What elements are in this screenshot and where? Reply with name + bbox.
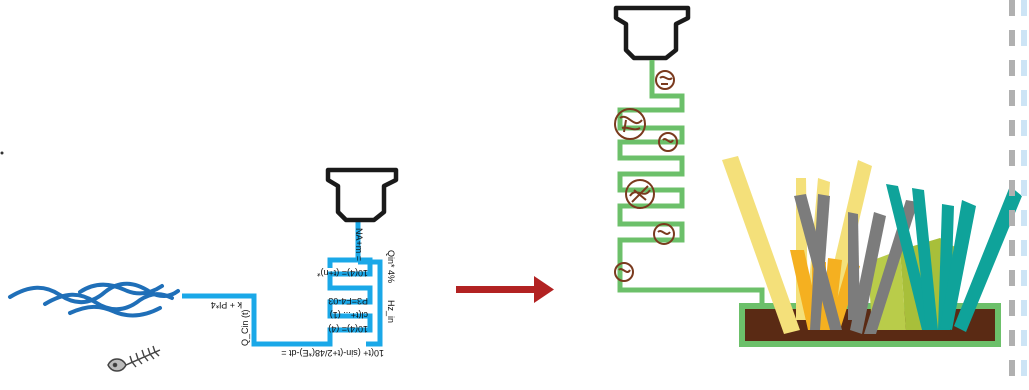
inlet-formula: k + Pl*4 [211,300,242,310]
row3-formula: cl(t+... (1) [330,310,368,320]
reeds-icon [722,156,1022,334]
biofilm-blob-icon [614,108,646,140]
biofilm-blob-icon [655,70,675,90]
top-formula: NA+m = [354,228,364,261]
row2-formula: P3=F4-03 [328,296,368,306]
edge-mark [0,151,4,155]
hz-formula: Hz_in [386,300,396,323]
faucet-icon [613,5,691,61]
row1-formula: 10(4)= (t+n)* [316,268,368,278]
biofilm-blob-icon [625,179,655,209]
fish-skeleton-icon [107,345,161,372]
right-formula: Qin* 4% [386,250,396,283]
base-formula: 10(t+ (sin-(t+2/48(*E)-dt = [281,348,384,358]
waves-icon [8,281,180,318]
faucet-icon [325,167,399,223]
q-formula: Q_Cin (t) [240,309,250,346]
blue-pipe [182,222,383,347]
row4-formula: 10(4)= (4) [328,324,368,334]
biofilm-blob-icon [614,262,634,282]
biofilm-blob-icon [653,223,675,245]
biofilm-blob-icon [658,132,678,152]
arrow-right-icon [456,276,554,303]
